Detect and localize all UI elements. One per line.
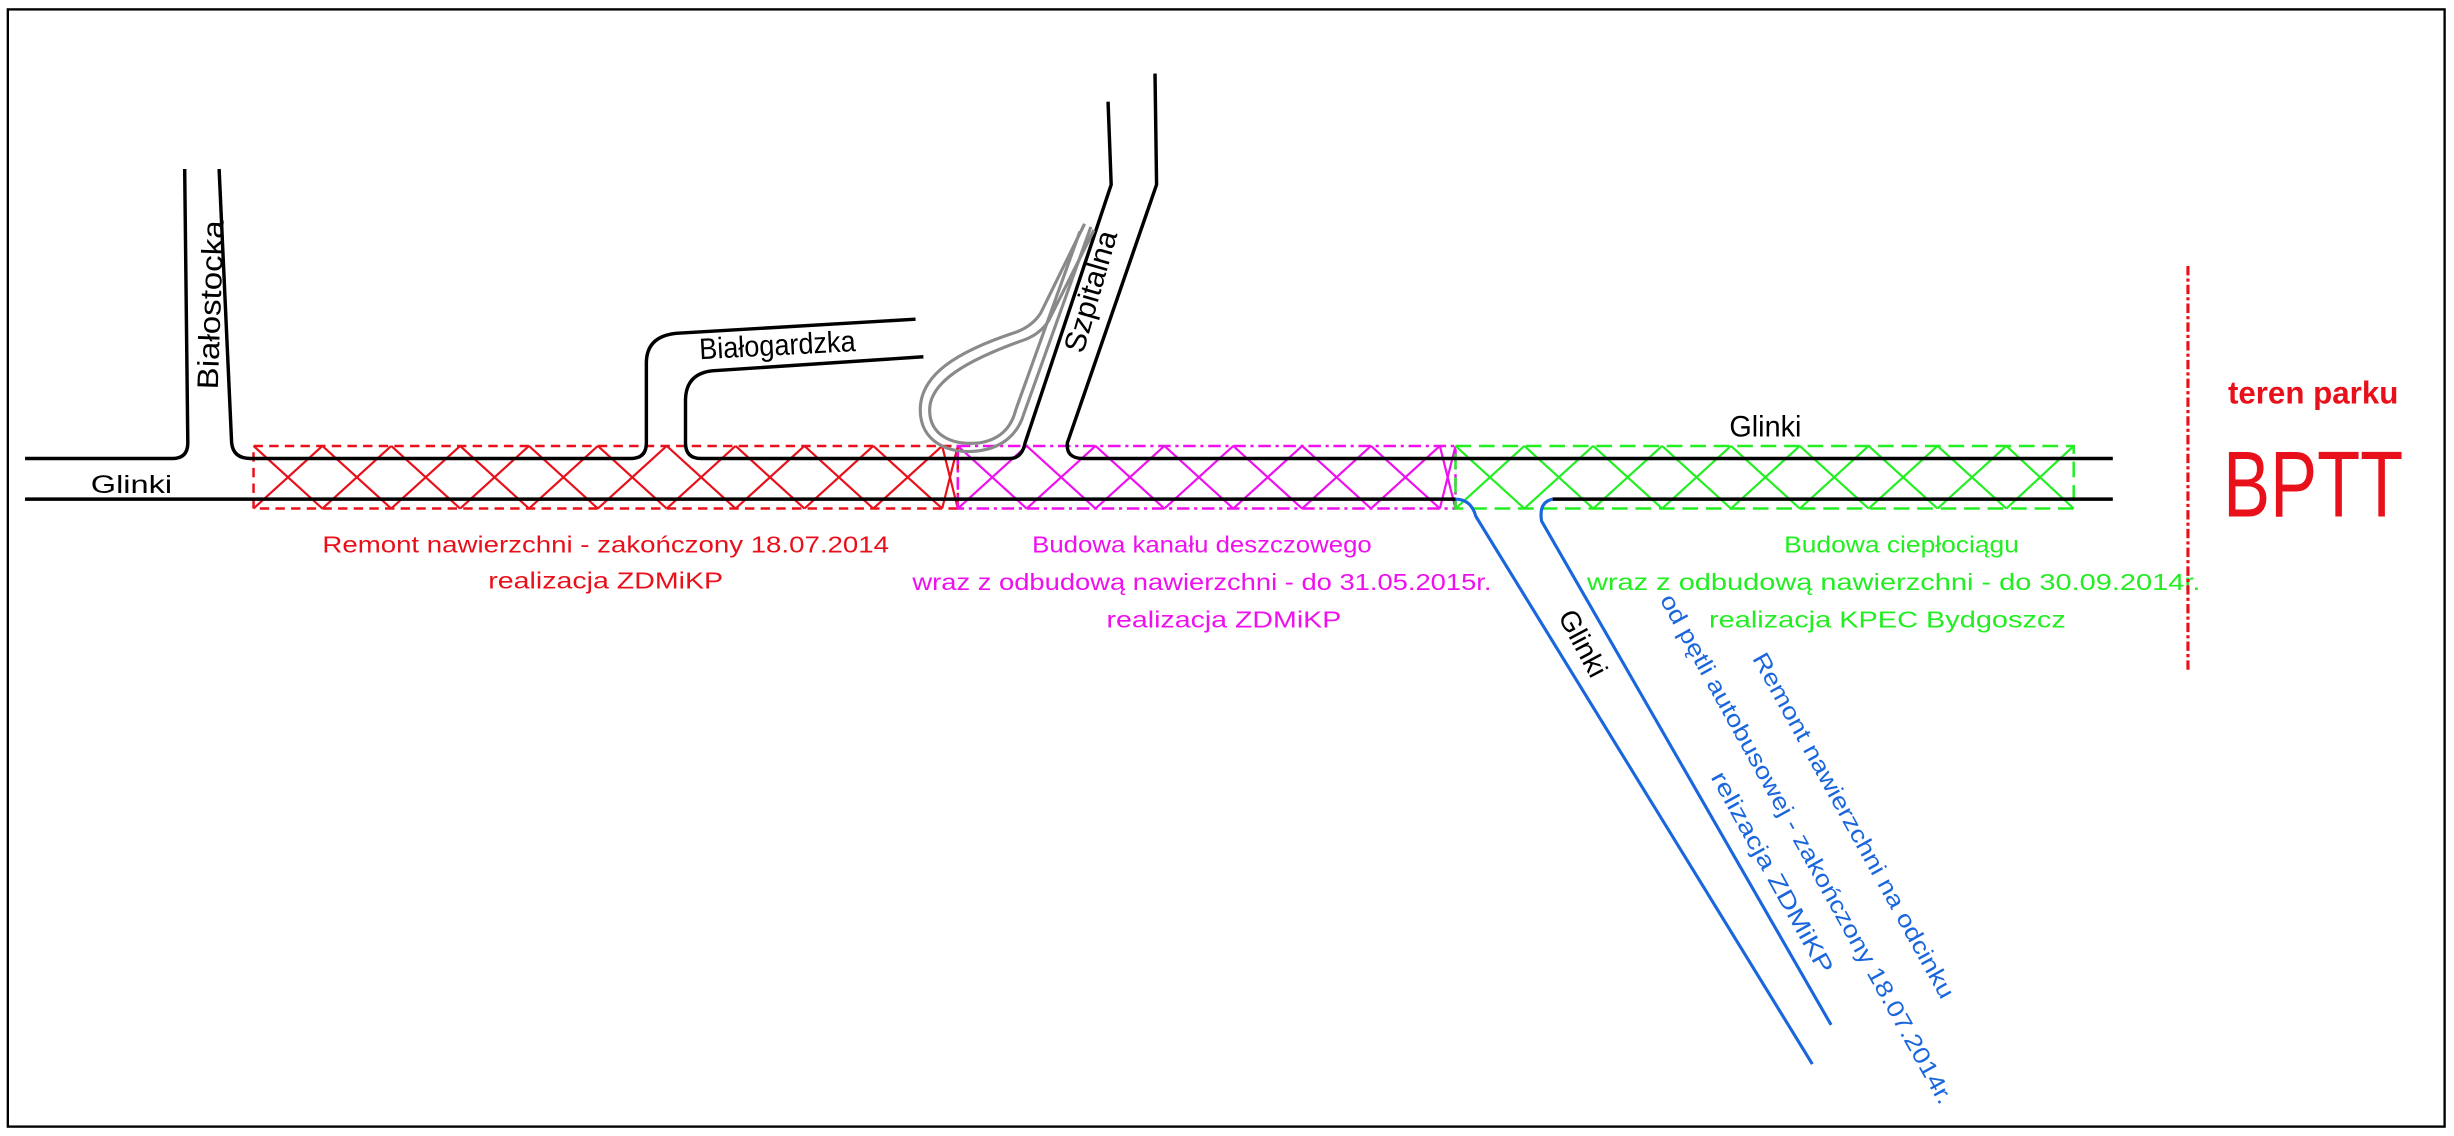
hatch-line (1454, 445, 1526, 510)
section-green-text: Budowa ciepłociągu wraz z odbudową nawie… (1586, 531, 2201, 632)
blue-line-2: od pętli autobusowej - zakończony 18.07.… (1655, 589, 1958, 1108)
street-label-bialostocka: Białostocka (192, 219, 231, 390)
green-line-2: wraz z odbudową nawierzchni - do 30.09.2… (1586, 569, 2201, 595)
red-line-1: Remont nawierzchni - zakończony 18.07.20… (322, 531, 889, 557)
street-label-glinki-branch: Glinki (1552, 604, 1613, 682)
road-glinki-main (25, 73, 2113, 501)
section-blue-text: Remont nawierzchni na odcinku od pętli a… (1655, 589, 1960, 1108)
magenta-line-1: Budowa kanału deszczowego (1032, 531, 1372, 557)
section-red-text: Remont nawierzchni - zakończony 18.07.20… (322, 531, 889, 593)
park-label: teren parku (2228, 376, 2398, 411)
green-line-3: realizacja KPEC Bydgoszcz (1709, 606, 2066, 632)
section-magenta-text: Budowa kanału deszczowego wraz z odbudow… (911, 531, 1491, 632)
map-border (6, 8, 2446, 1128)
road-glinki-branch (1455, 497, 1833, 1065)
hatch-line (1523, 445, 1594, 510)
loop-ramp (918, 223, 1096, 454)
magenta-line-3: realizacja ZDMiKP (1106, 606, 1341, 632)
street-label-bialogardzka: Białogardzka (698, 325, 856, 366)
magenta-line-2: wraz z odbudową nawierzchni - do 31.05.2… (911, 569, 1491, 595)
red-line-2: realizacja ZDMiKP (488, 567, 723, 593)
park-name: BPTT (2223, 431, 2403, 536)
street-label-glinki-right: Glinki (1729, 411, 1801, 444)
street-label-glinki-left: Glinki (91, 471, 172, 499)
hatch-box-outline (1454, 444, 2075, 510)
green-line-1: Budowa ciepłociągu (1784, 531, 2019, 557)
